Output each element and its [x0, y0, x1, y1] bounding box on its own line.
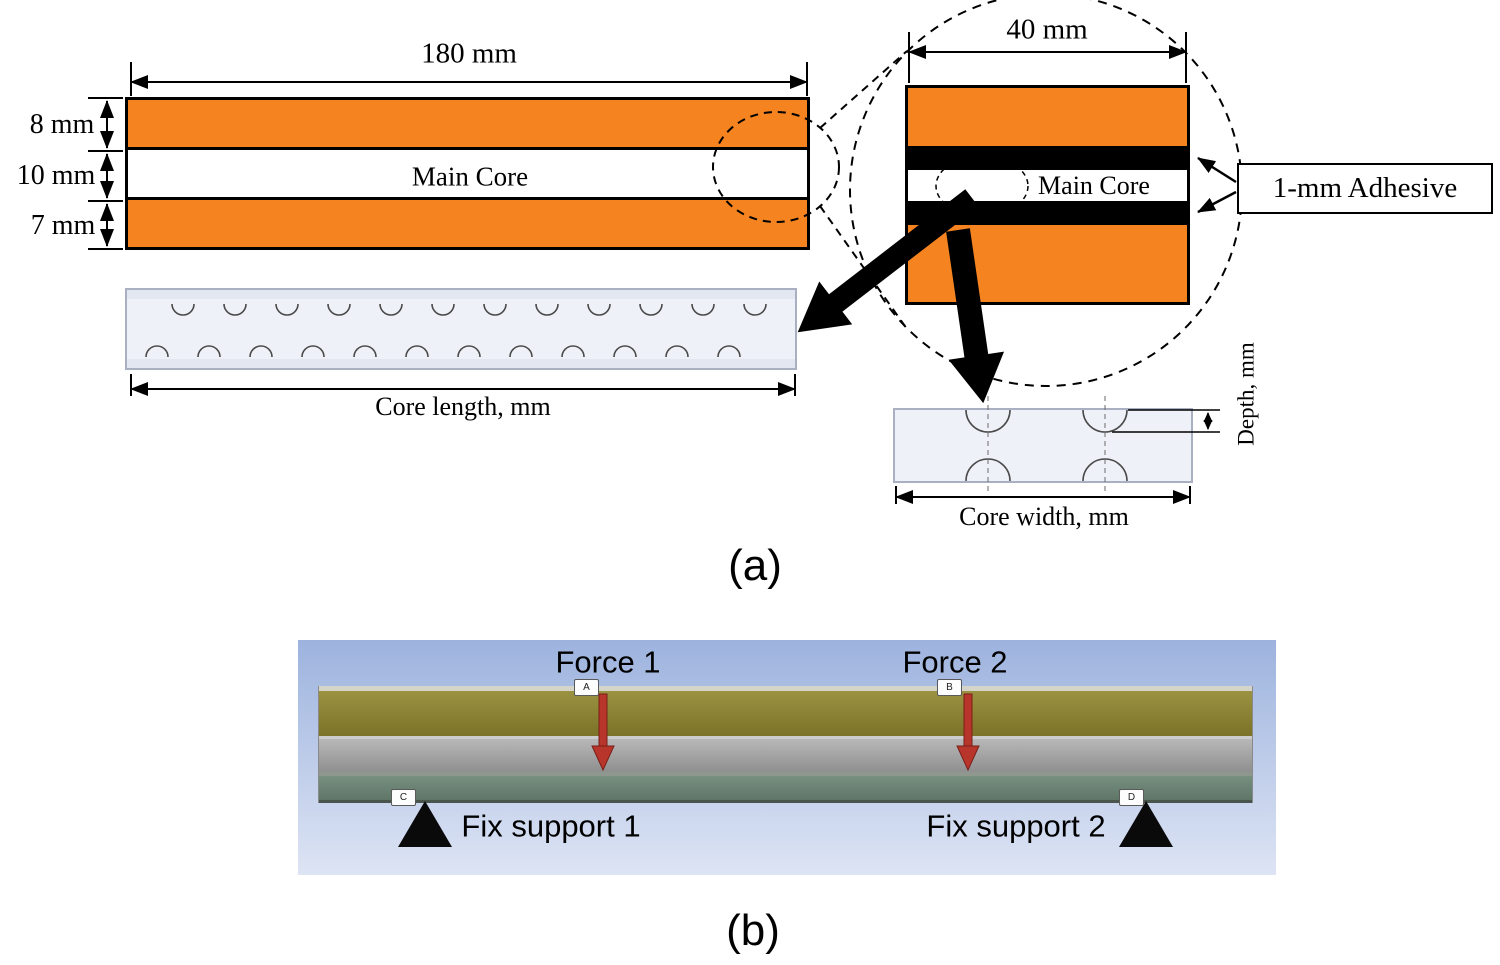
sandwich-beam-cross-section [125, 97, 810, 250]
detail-top-face-sheet [908, 88, 1187, 146]
tag-d: D [1119, 789, 1144, 806]
adhesive-pointer-arrows [1197, 156, 1237, 214]
tag-c: C [391, 789, 416, 806]
fea-beam-top-edge [319, 686, 1252, 691]
fix-support1-label: Fix support 1 [461, 808, 641, 844]
fea-beam [318, 686, 1253, 803]
dim-label-40mm: 40 mm [1006, 13, 1088, 46]
fea-core-layer [319, 739, 1252, 772]
core-length-label: Core length, mm [375, 392, 551, 421]
fea-interface-2 [319, 772, 1252, 776]
tag-b: B [937, 679, 962, 696]
zoom-connector-bottom [819, 205, 908, 330]
main-core-label: Main Core [411, 161, 529, 192]
dim-label-180mm: 180 mm [421, 37, 517, 70]
core-plate-bottom-edge [127, 359, 795, 368]
fea-beam-bottom-edge [319, 800, 1252, 803]
bottom-face-sheet [128, 197, 807, 247]
dim-label-10mm: 10 mm [16, 160, 96, 191]
adhesive-callout-label: 1-mm Adhesive [1272, 172, 1458, 204]
zoom-connector-top [819, 50, 908, 129]
top-face-sheet [128, 100, 807, 150]
force1-label: Force 1 [555, 644, 661, 680]
fea-interface-1 [319, 736, 1252, 739]
main-core-layer [128, 150, 807, 197]
fea-bottom-face-layer [319, 776, 1252, 800]
detail-bottom-face-sheet [908, 225, 1187, 302]
force2-label: Force 2 [902, 644, 1008, 680]
core-plate-top-edge [127, 290, 795, 299]
detail-adhesive-top [908, 146, 1187, 170]
core-plate [125, 288, 797, 370]
tag-a: A [574, 679, 599, 696]
core-width-label: Core width, mm [959, 502, 1129, 531]
panel-b-caption: (b) [726, 906, 780, 955]
detail-main-core-label: Main Core [1038, 171, 1150, 200]
core-cell-piece [893, 408, 1193, 483]
adhesive-callout-box: 1-mm Adhesive [1237, 163, 1493, 214]
fea-top-face-layer [319, 691, 1252, 736]
panel-a-caption: (a) [728, 541, 782, 590]
dim-label-8mm: 8 mm [29, 109, 95, 140]
detail-adhesive-bottom [908, 201, 1187, 225]
dim-label-7mm: 7 mm [30, 210, 96, 241]
depth-label: Depth, mm [1233, 342, 1259, 446]
fix-support2-label: Fix support 2 [926, 808, 1106, 844]
